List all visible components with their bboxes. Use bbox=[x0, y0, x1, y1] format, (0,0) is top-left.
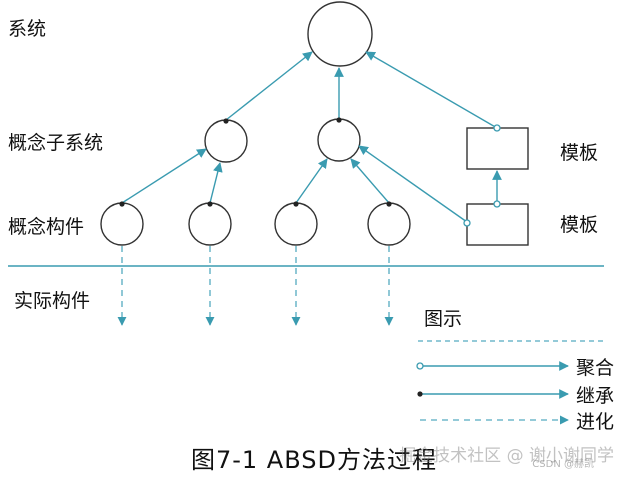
edge-template-bottom-to-sub-mid bbox=[358, 145, 468, 223]
label-template-bottom: 模板 bbox=[560, 214, 599, 236]
inherit-dot bbox=[386, 201, 392, 207]
subsystem-node-middle bbox=[317, 118, 361, 162]
legend-aggregation-label: 聚合 bbox=[576, 357, 615, 379]
legend-aggregation-dot bbox=[416, 362, 424, 370]
template-box-top bbox=[466, 127, 529, 170]
inherit-dot bbox=[293, 201, 299, 207]
legend-inheritance-label: 继承 bbox=[576, 385, 615, 407]
edge-comp2-to-sub-left bbox=[209, 162, 223, 204]
aggregate-dot bbox=[493, 124, 501, 132]
component-node-4 bbox=[367, 202, 411, 246]
edge-comp3-to-sub-mid bbox=[295, 158, 328, 204]
subsystem-node-left bbox=[204, 119, 248, 163]
legend-evolution-label: 进化 bbox=[576, 411, 615, 433]
label-template-top: 模板 bbox=[560, 142, 599, 164]
legend-title: 图示 bbox=[424, 308, 463, 330]
inherit-dot bbox=[336, 117, 342, 123]
aggregate-dot bbox=[493, 200, 501, 208]
figure-caption: 图7-1 ABSD方法过程 bbox=[190, 446, 437, 474]
label-system: 系统 bbox=[8, 18, 47, 40]
watermark: 掘金技术社区 @ 谢小谢同学 bbox=[399, 446, 614, 466]
inherit-dot bbox=[223, 118, 229, 124]
component-node-1 bbox=[100, 202, 144, 246]
aggregate-dot bbox=[463, 219, 471, 227]
system-node bbox=[307, 1, 373, 67]
inherit-dot bbox=[119, 201, 125, 207]
label-concept-component: 概念构件 bbox=[8, 216, 85, 238]
edge-template-to-system bbox=[365, 51, 498, 129]
edge-comp1-to-sub-left bbox=[121, 148, 207, 204]
legend-inheritance-dot bbox=[417, 391, 423, 397]
edge-sub-left-to-system bbox=[225, 51, 313, 121]
template-box-bottom bbox=[466, 203, 529, 246]
label-actual-component: 实际构件 bbox=[14, 290, 91, 312]
label-concept-subsystem: 概念子系统 bbox=[8, 132, 104, 154]
component-node-2 bbox=[188, 202, 232, 246]
edge-comp4-to-sub-mid bbox=[350, 158, 390, 204]
watermark-small: CSDN @赫凯 bbox=[532, 459, 594, 470]
component-node-3 bbox=[274, 202, 318, 246]
inherit-dot bbox=[207, 201, 213, 207]
